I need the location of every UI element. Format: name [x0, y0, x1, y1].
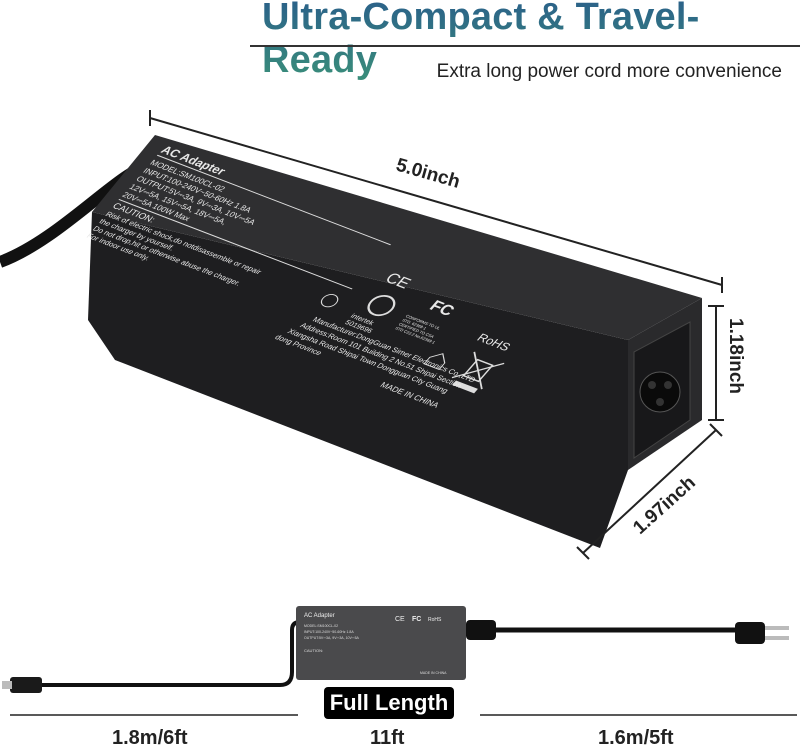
dimension-lines	[149, 110, 724, 560]
mini-fc: FC	[412, 616, 421, 623]
mini-label-output: OUTPUT:5V⎓3A, 9V⎓3A, 10V⎓5A	[304, 636, 360, 640]
indoor-house-icon	[423, 353, 446, 371]
left-cable-length: 1.8m/6ft	[112, 727, 188, 749]
right-cable-length: 1.6m/5ft	[598, 727, 674, 749]
adapter-top-face	[92, 135, 702, 340]
full-length-badge: Full Length	[324, 687, 454, 719]
mini-label-input: INPUT:100-240V~50-60Hz 1.8A	[304, 630, 354, 634]
height-dimension: 1.18inch	[725, 318, 746, 394]
width-dimension: 1.97inch	[629, 472, 700, 538]
etl-icon	[367, 294, 396, 317]
fcc-mark: FC	[426, 297, 459, 319]
mini-rohs: RoHS	[428, 617, 442, 623]
mini-label-caution: CAUTION:	[304, 648, 323, 653]
mini-made-in: MADE IN CHINA	[420, 671, 447, 675]
mini-ce: CE	[395, 616, 405, 623]
usb-c-plug	[10, 677, 42, 693]
mini-label-heading: AC Adapter	[304, 613, 335, 619]
weee-bin-icon	[451, 351, 505, 394]
ce-mark: CE	[381, 269, 415, 292]
level-vi-icon	[320, 294, 339, 308]
dc-cable	[40, 620, 301, 687]
mini-adapter	[296, 606, 466, 680]
ac-plug	[735, 622, 765, 644]
title-divider	[250, 45, 800, 47]
total-cable-length: 11ft	[370, 727, 405, 749]
length-dimension: 5.0inch	[394, 155, 463, 193]
mini-label-model: MODEL:SM100CL-02	[304, 624, 338, 628]
adapter-front-face	[88, 212, 628, 548]
subtitle: Extra long power cord more convenience	[436, 61, 782, 82]
